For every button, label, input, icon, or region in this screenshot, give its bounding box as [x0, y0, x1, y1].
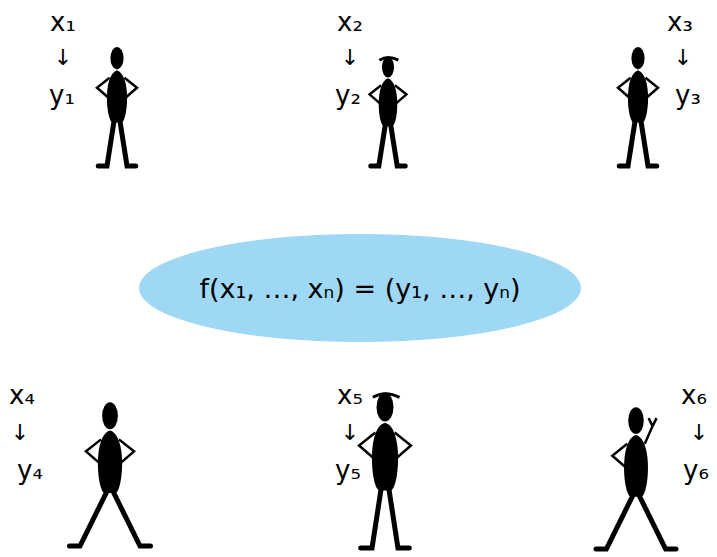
- input-label: x₁: [50, 9, 76, 35]
- input-label: x₃: [667, 9, 693, 35]
- input-label: x₂: [337, 9, 363, 35]
- output-label: y₂: [335, 82, 361, 108]
- stick-figure: [618, 47, 658, 166]
- down-arrow: ↓: [341, 422, 359, 444]
- input-label: x₄: [9, 382, 35, 408]
- output-label: y₄: [17, 457, 43, 483]
- input-label: x₅: [337, 382, 363, 408]
- input-label: x₆: [681, 382, 707, 408]
- stick-figure: [370, 57, 407, 166]
- function-ellipse: f(x₁, …, xₙ) = (y₁, …, yₙ): [138, 233, 582, 343]
- stick-figure: [70, 402, 151, 546]
- output-label: y₆: [683, 457, 709, 483]
- output-label: y₅: [335, 457, 361, 483]
- down-arrow: ↓: [690, 422, 708, 444]
- output-label: y₃: [675, 82, 701, 108]
- function-formula: f(x₁, …, xₙ) = (y₁, …, yₙ): [199, 273, 520, 304]
- down-arrow: ↓: [11, 422, 29, 444]
- stick-figure: [97, 47, 137, 166]
- stick-figure: [596, 407, 676, 549]
- output-label: y₁: [49, 82, 75, 108]
- down-arrow: ↓: [341, 47, 359, 69]
- stick-figure: [359, 392, 411, 548]
- down-arrow: ↓: [54, 47, 72, 69]
- down-arrow: ↓: [674, 47, 692, 69]
